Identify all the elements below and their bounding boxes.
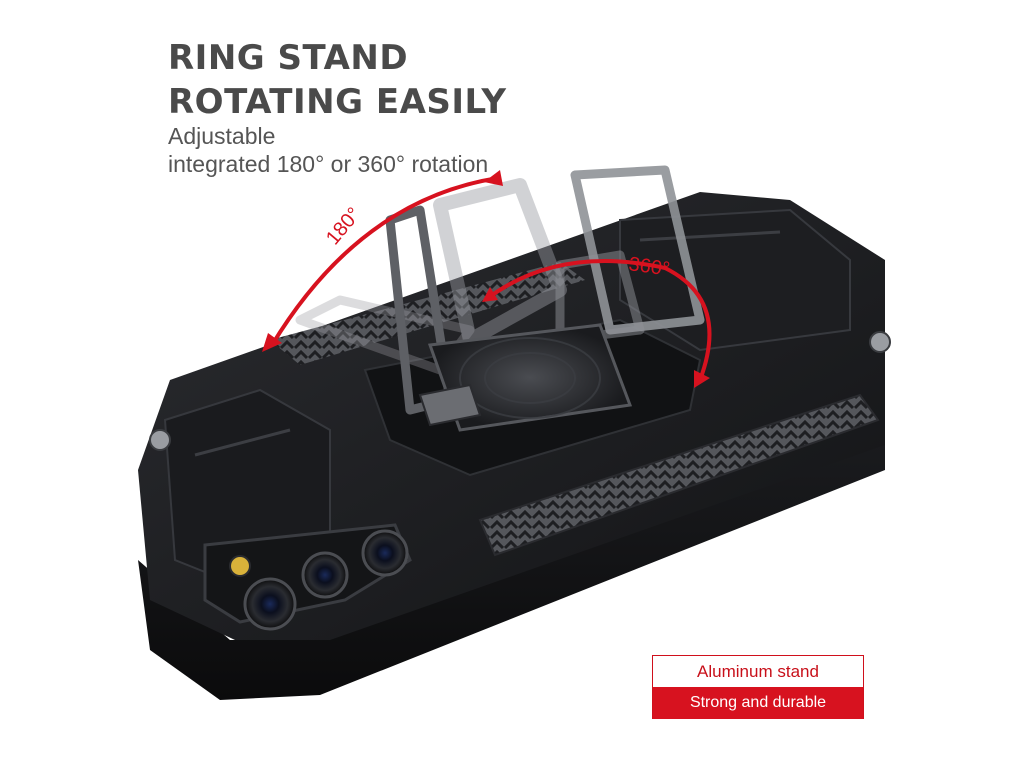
feature-badge: Aluminum stand Strong and durable <box>652 655 864 719</box>
badge-top-label: Aluminum stand <box>653 656 863 687</box>
case-side <box>138 440 885 700</box>
headline-line-2: ROTATING EASILY <box>168 82 507 122</box>
camera-lens-icon <box>229 529 409 631</box>
subheading-line-1: Adjustable <box>168 123 276 149</box>
badge-bottom-label: Strong and durable <box>653 687 863 719</box>
case-panel-right <box>619 208 851 352</box>
screw-top-right <box>869 331 891 353</box>
screw-left <box>149 429 171 451</box>
subheading: Adjustable integrated 180° or 360° rotat… <box>168 122 488 178</box>
ring-hinge <box>418 383 482 427</box>
rotation-arrow-180-icon <box>262 170 503 352</box>
ring-disc <box>459 337 601 419</box>
headline: RING STAND ROTATING EASILY <box>168 36 507 124</box>
headline-line-1: RING STAND <box>168 38 409 78</box>
rotation-arrow-360-icon <box>482 259 712 388</box>
tread-strip-lower <box>478 393 880 557</box>
subheading-line-2: integrated 180° or 360° rotation <box>168 151 489 177</box>
